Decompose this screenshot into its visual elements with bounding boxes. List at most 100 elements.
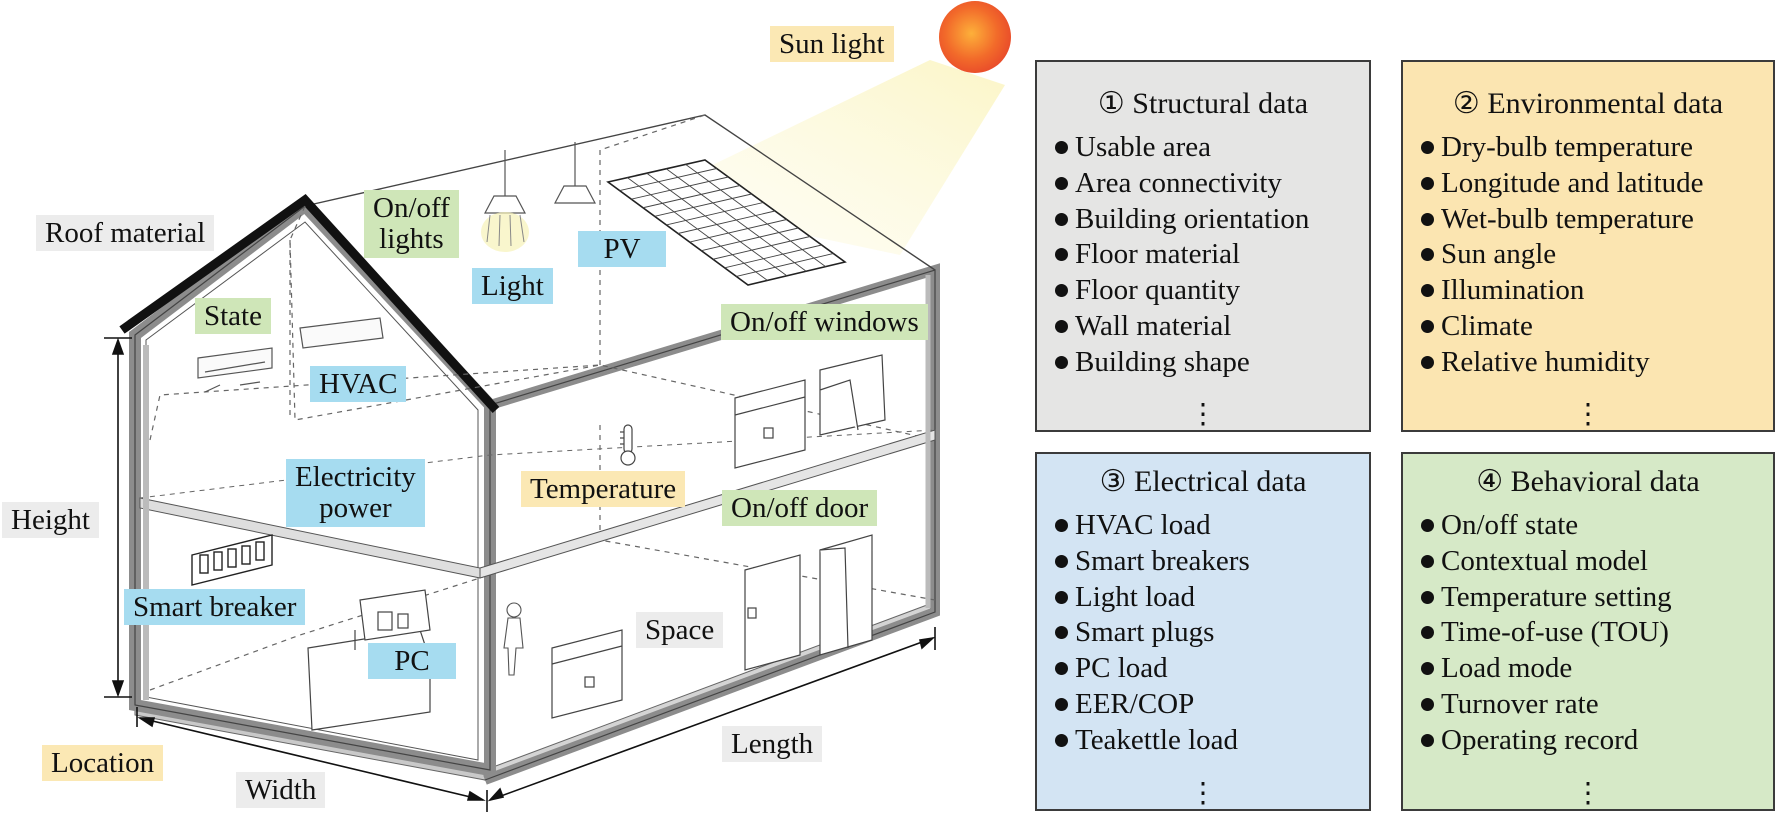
sun-light-label: Sun light <box>770 26 894 62</box>
list-item: Light load <box>1055 580 1369 616</box>
temperature-label: Temperature <box>521 471 686 507</box>
structural-data-list: Usable area Area connectivity Building o… <box>1037 130 1369 381</box>
electricity-power-line1: Electricity <box>295 461 416 493</box>
lower-window <box>551 629 623 719</box>
list-item: Contextual model <box>1421 544 1773 580</box>
list-item-text: Floor quantity <box>1075 274 1241 307</box>
house-illustration <box>104 1 1011 812</box>
electrical-data-panel: ③ Electrical data HVAC load Smart breake… <box>1035 452 1371 811</box>
list-item-text: Dry-bulb temperature <box>1441 131 1694 163</box>
bullet-icon <box>1055 590 1068 604</box>
list-item-text: Operating record <box>1441 723 1639 756</box>
list-item-text: Temperature setting <box>1441 580 1672 613</box>
list-item-text: Area connectivity <box>1075 166 1282 199</box>
list-item: HVAC load <box>1055 508 1369 544</box>
smart-breaker-icon <box>191 534 273 586</box>
list-item-text: Wall material <box>1075 309 1232 342</box>
list-item-text: Floor material <box>1075 238 1241 271</box>
list-item: Longitude and latitude <box>1421 166 1773 202</box>
smart-breaker-label: Smart breaker <box>124 589 306 625</box>
list-item: Building orientation <box>1055 202 1369 238</box>
bullet-icon <box>1421 519 1434 532</box>
roof-material-label: Roof material <box>36 215 215 251</box>
on-off-lights-line1: On/off <box>373 192 450 224</box>
list-item: Building shape <box>1055 345 1369 381</box>
list-item: Smart breakers <box>1055 544 1369 580</box>
more-ellipsis: ⋮ <box>1189 399 1217 430</box>
height-dimension <box>104 337 132 698</box>
list-item-text: Smart breakers <box>1075 544 1250 577</box>
list-item: On/off state <box>1421 508 1773 544</box>
list-item-text: Relative humidity <box>1441 345 1650 378</box>
list-item: Operating record <box>1421 723 1773 759</box>
bullet-icon <box>1421 141 1434 154</box>
bullet-icon <box>1421 697 1434 711</box>
electrical-data-title: ③ Electrical data <box>1099 465 1307 498</box>
length-dimension <box>487 627 936 802</box>
roof-outline <box>304 114 936 271</box>
bullet-icon <box>1055 248 1068 262</box>
on-off-windows-label: On/off windows <box>721 304 928 340</box>
more-ellipsis: ⋮ <box>1189 778 1217 809</box>
list-item-text: Time-of-use (TOU) <box>1441 616 1669 649</box>
bullet-icon <box>1421 733 1434 747</box>
list-item: Load mode <box>1421 651 1773 687</box>
bullet-icon <box>1055 141 1068 154</box>
space-label: Space <box>636 612 724 648</box>
length-label: Length <box>722 726 823 762</box>
more-ellipsis: ⋮ <box>1574 778 1602 809</box>
bullet-icon <box>1055 284 1068 298</box>
list-item: Area connectivity <box>1055 166 1369 202</box>
bullet-icon <box>1421 284 1434 298</box>
list-item-text: Wet-bulb temperature <box>1441 202 1694 235</box>
list-item-text: EER/COP <box>1075 687 1195 720</box>
list-item-text: PC load <box>1075 652 1168 685</box>
bullet-icon <box>1421 355 1434 369</box>
list-item-text: Illumination <box>1441 274 1585 307</box>
list-item: Teakettle load <box>1055 723 1369 759</box>
behavioral-data-list: On/off state Contextual model Temperatur… <box>1403 508 1773 759</box>
environmental-data-list: Dry-bulb temperature Longitude and latit… <box>1403 130 1773 381</box>
bullet-icon <box>1055 176 1068 190</box>
list-item: Time-of-use (TOU) <box>1421 615 1773 651</box>
height-label: Height <box>2 502 99 538</box>
on-off-lights-line2: lights <box>379 223 444 255</box>
list-item-text: HVAC load <box>1075 509 1211 541</box>
bullet-icon <box>1421 662 1434 676</box>
list-item-text: Usable area <box>1075 131 1212 163</box>
environmental-data-panel: ② Environmental data Dry-bulb temperatur… <box>1401 60 1775 432</box>
hvac-label: HVAC <box>310 366 407 402</box>
list-item: Floor material <box>1055 237 1369 273</box>
bullet-icon <box>1055 697 1068 711</box>
list-item-text: Climate <box>1441 309 1533 342</box>
environmental-data-title: ② Environmental data <box>1452 87 1724 120</box>
thermometer-icon <box>620 424 636 466</box>
list-item: Sun angle <box>1421 237 1773 273</box>
behavioral-data-panel: ④ Behavioral data On/off state Contextua… <box>1401 452 1775 811</box>
list-item-text: Sun angle <box>1441 238 1557 271</box>
list-item: EER/COP <box>1055 687 1369 723</box>
location-label: Location <box>42 745 164 781</box>
bullet-icon <box>1055 319 1068 333</box>
person-icon <box>503 602 524 676</box>
list-item: Floor quantity <box>1055 273 1369 309</box>
structural-data-title: ① Structural data <box>1097 87 1309 120</box>
list-item: Climate <box>1421 309 1773 345</box>
list-item-text: Contextual model <box>1441 544 1648 577</box>
pv-label: PV <box>578 231 666 267</box>
list-item: Relative humidity <box>1421 345 1773 381</box>
light-label: Light <box>472 268 553 304</box>
bullet-icon <box>1421 626 1434 640</box>
electricity-power-line2: power <box>319 492 392 524</box>
list-item: Wall material <box>1055 309 1369 345</box>
roof-edge <box>119 194 500 414</box>
bullet-icon <box>1055 626 1068 640</box>
on-off-lights-label: On/off lights <box>364 190 459 258</box>
list-item-text: Turnover rate <box>1441 687 1599 720</box>
list-item: Dry-bulb temperature <box>1421 130 1773 166</box>
list-item: Usable area <box>1055 130 1369 166</box>
structural-data-panel: ① Structural data Usable area Area conne… <box>1035 60 1371 432</box>
bullet-icon <box>1055 355 1068 369</box>
bullet-icon <box>1421 319 1434 333</box>
list-item-text: Building shape <box>1075 345 1250 378</box>
